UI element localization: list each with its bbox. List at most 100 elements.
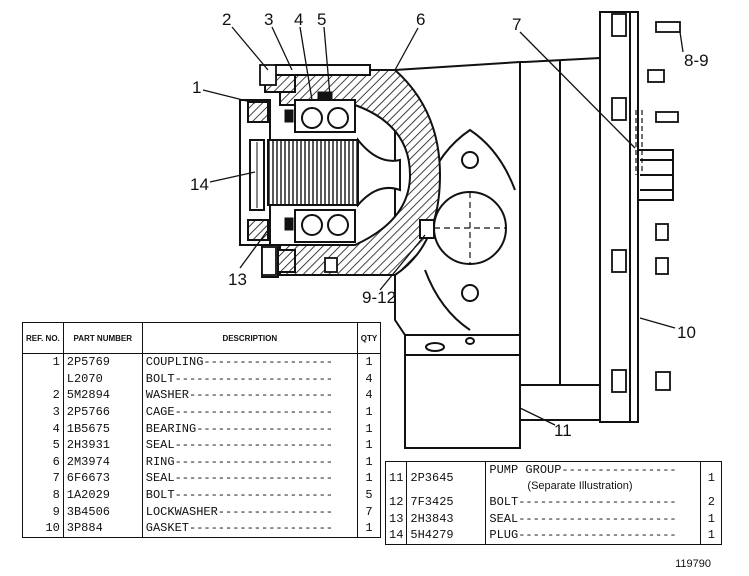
part-number: 1B5675 (62, 420, 143, 437)
part-number: 2H3931 (62, 436, 143, 454)
ref: 3 (22, 403, 64, 421)
part-number: 6F6673 (62, 470, 143, 487)
part-number: 2P5769 (62, 353, 143, 371)
ref: 1 (22, 353, 64, 371)
quantity: 1 (356, 436, 382, 454)
pump-housing (394, 56, 606, 449)
part-number: L2070 (62, 370, 143, 388)
callout-14: 14 (190, 175, 209, 194)
description: COUPLING------------------ (141, 353, 358, 371)
header-ref-no: REF. NO. (22, 322, 64, 354)
callout-labels: 2 3 4 5 6 7 8-9 1 14 13 9-12 10 11 (190, 10, 709, 440)
ref: 14 (384, 527, 408, 545)
leader-lines (202, 26, 684, 426)
description: CAGE---------------------- (141, 403, 358, 421)
ref: 2 (22, 387, 64, 404)
description-text: PUMP GROUP---------------- (489, 463, 677, 477)
description: BOLT---------------------- (141, 370, 358, 388)
part-number: 2P3645 (406, 461, 487, 494)
callout-2: 2 (222, 10, 231, 29)
part-number: 1A2029 (62, 486, 143, 504)
ref (22, 370, 64, 388)
description-text: PLUG---------------------- (489, 528, 677, 543)
description: SEAL---------------------- (485, 510, 702, 528)
quantity: 1 (700, 510, 723, 528)
description: BOLT---------------------- (485, 494, 702, 511)
part-number: 2H3843 (406, 510, 487, 528)
quantity: 1 (356, 453, 382, 471)
ref: 9 (22, 503, 64, 520)
callout-8-9: 8-9 (684, 51, 709, 70)
quantity: 1 (700, 527, 723, 545)
description-note: (Separate Illustration) (527, 480, 633, 492)
description: SEAL---------------------- (141, 436, 358, 454)
ref: 7 (22, 470, 64, 487)
header-part-number: PART NUMBER (62, 322, 143, 354)
description: BEARING------------------- (141, 420, 358, 437)
ref: 13 (384, 510, 408, 528)
callout-6: 6 (416, 10, 425, 29)
description: GASKET-------------------- (141, 519, 358, 538)
cage-bolts (259, 64, 338, 276)
callout-4: 4 (294, 10, 303, 29)
splined-shaft (267, 137, 401, 208)
ref: 11 (384, 461, 408, 494)
callout-11: 11 (554, 421, 572, 440)
part-number: 2P5766 (62, 403, 143, 421)
callout-3: 3 (264, 10, 273, 29)
ref: 12 (384, 494, 408, 511)
description: PUMP GROUP---------------- (Separate Illu… (485, 461, 702, 494)
part-number: 5H4279 (406, 527, 487, 545)
quantity: 1 (356, 403, 382, 421)
ref: 5 (22, 436, 64, 454)
part-number: 5M2894 (62, 387, 143, 404)
quantity: 7 (356, 503, 382, 520)
callout-10: 10 (677, 323, 696, 342)
callout-7: 7 (512, 15, 521, 34)
callout-9-12: 9-12 (362, 288, 396, 307)
coupling (239, 99, 271, 246)
header-description: DESCRIPTION (141, 322, 358, 354)
quantity: 4 (356, 370, 382, 388)
table-header-row: REF. NO. PART NUMBER DESCRIPTION QTY (22, 322, 382, 354)
description-text: BOLT---------------------- (489, 495, 677, 510)
quantity: 5 (356, 486, 382, 504)
callout-1: 1 (192, 78, 201, 97)
part-number: 7F3425 (406, 494, 487, 511)
ball-bearings (294, 99, 356, 243)
quantity: 1 (356, 353, 382, 371)
header-qty: QTY (356, 322, 382, 354)
part-number: 3B4506 (62, 503, 143, 520)
quantity: 1 (700, 461, 723, 494)
quantity: 2 (700, 494, 723, 511)
ref: 6 (22, 453, 64, 471)
quantity: 1 (356, 420, 382, 437)
quantity: 1 (356, 519, 382, 538)
ref: 8 (22, 486, 64, 504)
figure-number: 119790 (675, 558, 711, 570)
description: WASHER-------------------- (141, 387, 358, 404)
description: LOCKWASHER---------------- (141, 503, 358, 520)
description: PLUG---------------------- (485, 527, 702, 545)
description: BOLT---------------------- (141, 486, 358, 504)
part-number: 2M3974 (62, 453, 143, 471)
ref: 10 (22, 519, 64, 538)
ref: 4 (22, 420, 64, 437)
description: SEAL---------------------- (141, 470, 358, 487)
